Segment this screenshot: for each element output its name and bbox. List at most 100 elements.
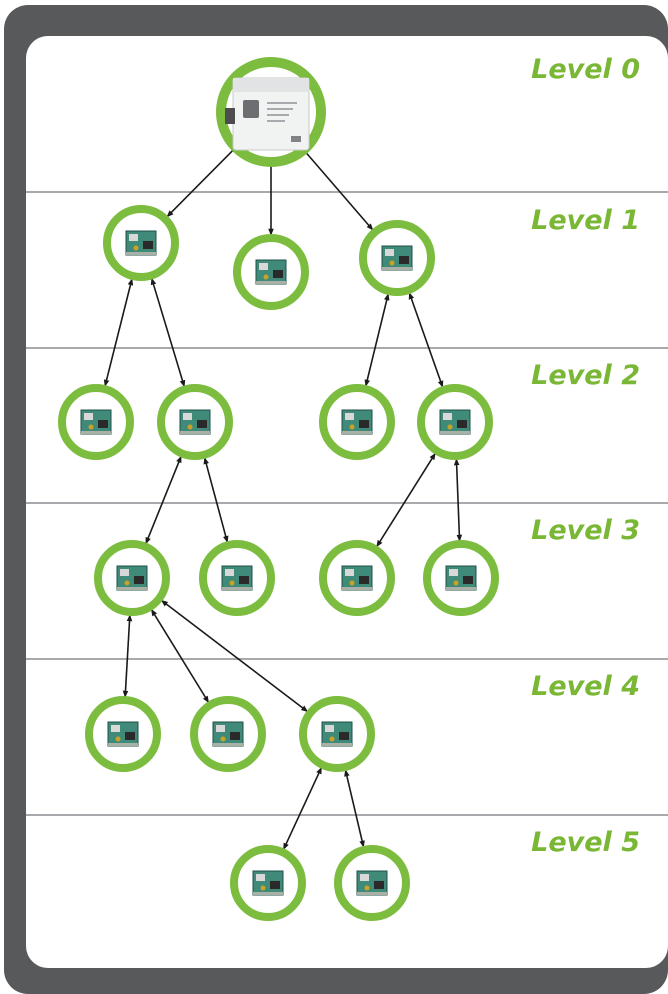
device-nodes	[58, 57, 499, 921]
board-chip	[339, 732, 349, 740]
node-n5a	[230, 845, 306, 921]
board-component	[389, 260, 395, 266]
board-chip	[443, 413, 452, 420]
board-component	[88, 424, 94, 430]
board-chip	[457, 420, 467, 428]
board-chip	[84, 413, 93, 420]
node-n5b	[334, 845, 410, 921]
board-component	[260, 885, 266, 891]
level-0-label: Level 0	[531, 54, 640, 85]
board-connector	[180, 431, 210, 434]
level-3-label: Level 3	[531, 515, 640, 546]
board-chip	[325, 725, 334, 732]
edge-n2d-n3d	[453, 458, 463, 542]
gateway-text-line	[267, 102, 297, 104]
board-chip	[239, 576, 249, 584]
board-component	[349, 424, 355, 430]
board-chip	[385, 249, 394, 256]
board-component	[364, 885, 370, 891]
node-n4c	[299, 696, 375, 772]
board-chip	[463, 576, 473, 584]
edge-root-n1a	[166, 149, 235, 218]
board-connector	[81, 431, 111, 434]
board-connector	[253, 892, 283, 895]
board-chip	[449, 569, 458, 576]
board-chip	[183, 413, 192, 420]
edge-n1c-n2d	[408, 292, 444, 388]
level-2-label: Level 2	[531, 360, 640, 391]
level-5-label: Level 5	[531, 827, 640, 858]
board-connector	[382, 267, 412, 270]
board-chip	[399, 256, 409, 264]
board-chip	[134, 576, 144, 584]
node-n2c	[319, 384, 395, 460]
gateway-text-line	[267, 108, 293, 110]
board-chip	[98, 420, 108, 428]
board-chip	[225, 569, 234, 576]
board-connector	[126, 252, 156, 255]
gateway-badge	[291, 136, 301, 142]
board-chip	[120, 569, 129, 576]
board-connector	[222, 587, 252, 590]
level-1-label: Level 1	[531, 205, 640, 236]
board-connector	[322, 743, 352, 746]
board-chip	[129, 234, 138, 241]
board-component	[124, 580, 130, 586]
board-chip	[230, 732, 240, 740]
board-chip	[197, 420, 207, 428]
board-connector	[446, 587, 476, 590]
edge-n2b-n3a	[145, 455, 182, 545]
board-component	[220, 736, 226, 742]
gateway-text-line	[267, 114, 289, 116]
edge-n1a-n2b	[150, 277, 186, 388]
board-connector	[117, 587, 147, 590]
board-connector	[342, 431, 372, 434]
node-n1a	[103, 205, 179, 281]
edge-n3a-n4a	[122, 614, 133, 698]
connection-edges	[103, 149, 463, 851]
board-chip	[125, 732, 135, 740]
board-component	[229, 580, 235, 586]
node-n1c	[359, 220, 435, 296]
edge-n3a-n4c	[160, 599, 309, 713]
edge-n2d-n3c	[376, 452, 436, 548]
board-chip	[111, 725, 120, 732]
board-connector	[108, 743, 138, 746]
node-root	[216, 57, 326, 167]
edge-n1a-n2a	[103, 278, 134, 387]
board-chip	[360, 874, 369, 881]
board-chip	[273, 270, 283, 278]
board-connector	[342, 587, 372, 590]
board-connector	[440, 431, 470, 434]
board-component	[349, 580, 355, 586]
node-n3c	[319, 540, 395, 616]
board-connector	[213, 743, 243, 746]
board-connector	[357, 892, 387, 895]
level-4-label: Level 4	[531, 671, 640, 702]
edge-root-n1c	[305, 151, 374, 231]
board-component	[115, 736, 121, 742]
board-chip	[216, 725, 225, 732]
board-component	[329, 736, 335, 742]
node-n2a	[58, 384, 134, 460]
board-component	[447, 424, 453, 430]
board-chip	[259, 263, 268, 270]
node-n4a	[85, 696, 161, 772]
edge-n2b-n3b	[203, 457, 229, 543]
board-chip	[345, 569, 354, 576]
gateway-top	[233, 78, 309, 92]
edge-n1c-n2c	[364, 293, 390, 387]
edge-n4c-n5a	[282, 766, 323, 851]
board-chip	[359, 420, 369, 428]
board-chip	[256, 874, 265, 881]
gateway-port-icon	[225, 108, 235, 124]
gateway-logo-icon	[243, 100, 259, 118]
node-n4b	[190, 696, 266, 772]
board-component	[453, 580, 459, 586]
edge-n4c-n5b	[344, 769, 365, 848]
board-chip	[359, 576, 369, 584]
node-n1b	[233, 234, 309, 310]
board-chip	[270, 881, 280, 889]
board-component	[263, 274, 269, 280]
level-labels: Level 0 Level 1 Level 2 Level 3 Level 4 …	[531, 54, 640, 858]
